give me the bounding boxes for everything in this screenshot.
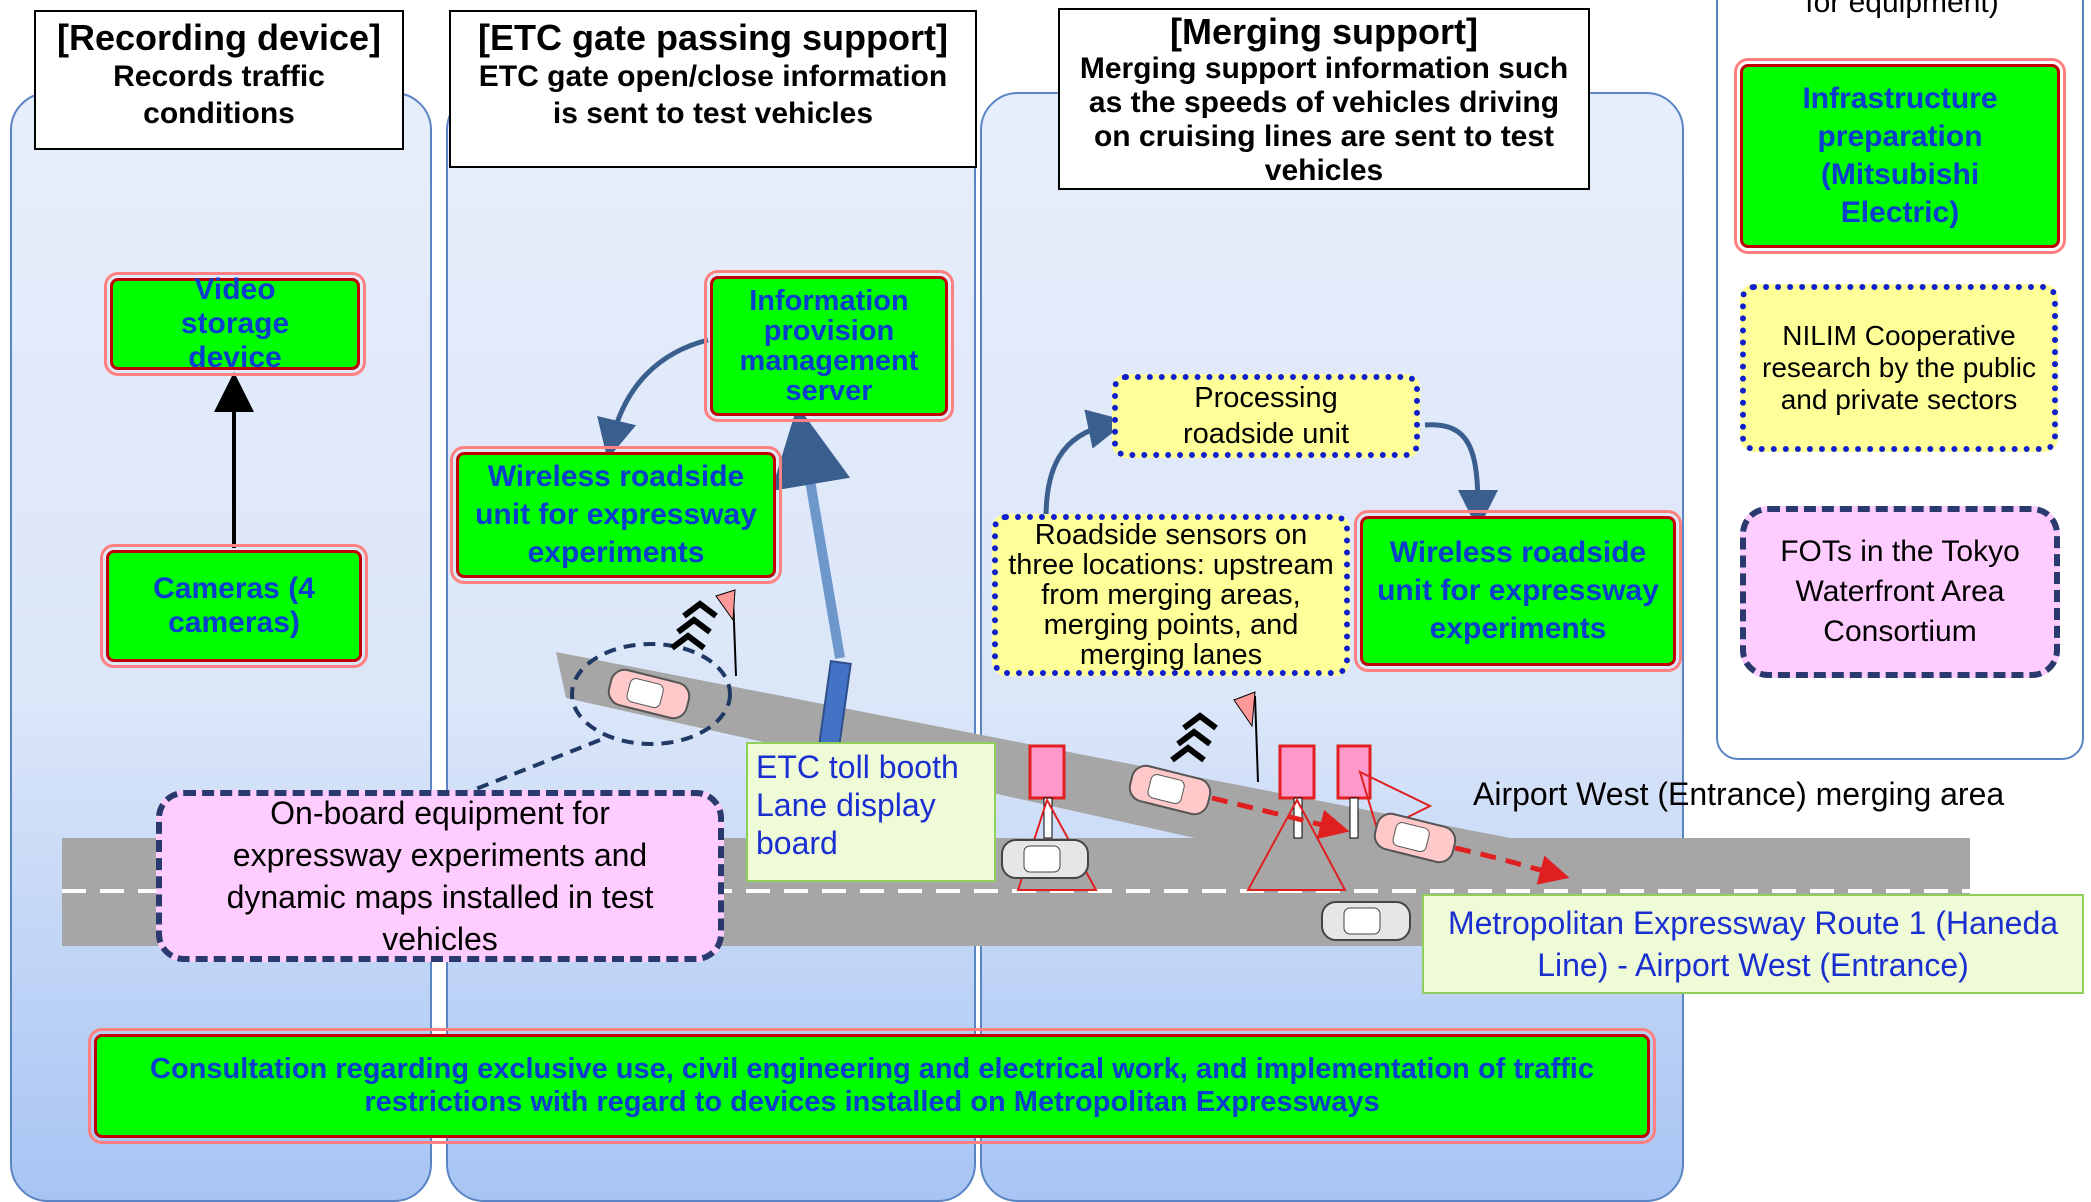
vehicle	[1321, 901, 1411, 941]
vehicle	[1001, 839, 1089, 879]
etc-booth-label-box: ETC toll booth Lane display board	[746, 742, 996, 882]
test-vehicle	[1128, 764, 1212, 816]
merging-title: [Merging support]	[1170, 11, 1478, 52]
recording-title: [Recording device]	[56, 17, 382, 58]
legend-fots-box: FOTs in the Tokyo Waterfront Area Consor…	[1740, 506, 2060, 678]
test-vehicle	[607, 668, 691, 720]
cameras-label: Cameras (4 cameras)	[153, 572, 315, 639]
legend-infra-label: Infrastructure preparation (Mitsubishi E…	[1802, 82, 1998, 229]
legend-nilim-label: NILIM Cooperative research by the public…	[1762, 320, 2036, 415]
legend-infra-box: Infrastructure preparation (Mitsubishi E…	[1734, 58, 2066, 254]
test-vehicle	[1373, 812, 1457, 864]
recording-title-box: [Recording device] Records traffic condi…	[34, 10, 404, 150]
cameras-box: Cameras (4 cameras)	[100, 544, 368, 668]
processing-roadside-label: Processing roadside unit	[1182, 382, 1350, 450]
merging-area-label: Airport West (Entrance) merging area	[1473, 776, 2005, 812]
merge-trajectory-arrow	[1454, 845, 1570, 885]
sensors-to-processing-arrow	[1043, 409, 1128, 519]
consultation-box: Consultation regarding exclusive use, ci…	[88, 1028, 1656, 1144]
roadside-sensors-box: Roadside sensors on three locations: ups…	[992, 514, 1350, 676]
server-to-wireless-arrow	[597, 337, 709, 460]
wireless-roadside-etc-box: Wireless roadside unit for expressway ex…	[450, 446, 782, 584]
roadside-sensors-label: Roadside sensors on three locations: ups…	[1008, 519, 1334, 671]
onboard-callout-line	[447, 738, 601, 802]
info-server-box: Information provision management server	[704, 270, 954, 422]
wireless-roadside-merge-label: Wireless roadside unit for expressway ex…	[1377, 536, 1659, 645]
metro-route-label-box: Metropolitan Expressway Route 1 (Haneda …	[1422, 894, 2084, 994]
booth-to-server-arrow	[771, 405, 851, 659]
merge-trajectory-arrow	[1211, 795, 1350, 840]
consultation-label: Consultation regarding exclusive use, ci…	[150, 1053, 1594, 1118]
metro-route-label: Metropolitan Expressway Route 1 (Haneda …	[1447, 905, 2059, 983]
legend-top-fragment: for equipment)	[1805, 0, 1999, 19]
legend-fots-label: FOTs in the Tokyo Waterfront Area Consor…	[1780, 535, 2020, 648]
video-storage-box: Video storage device	[104, 272, 366, 376]
legend-nilim-box: NILIM Cooperative research by the public…	[1740, 284, 2058, 452]
etc-title: [ETC gate passing support]	[477, 17, 949, 58]
onboard-equipment-label: On-board equipment for expressway experi…	[226, 795, 654, 957]
wireless-roadside-merge-box: Wireless roadside unit for expressway ex…	[1354, 510, 1682, 672]
signal-icon	[1170, 691, 1259, 783]
info-server-label: Information provision management server	[739, 285, 919, 407]
etc-booth-label: ETC toll booth Lane display board	[756, 749, 959, 861]
etc-subtitle: ETC gate open/close information is sent …	[478, 60, 948, 130]
processing-to-wireless-arrow	[1424, 422, 1498, 530]
signal-icon	[670, 589, 737, 677]
wireless-roadside-etc-label: Wireless roadside unit for expressway ex…	[475, 460, 757, 569]
onboard-equipment-box: On-board equipment for expressway experi…	[156, 790, 724, 962]
merging-subtitle: Merging support information such as the …	[1079, 52, 1569, 187]
merging-title-box: [Merging support] Merging support inform…	[1058, 8, 1590, 190]
processing-roadside-box: Processing roadside unit	[1112, 374, 1420, 458]
recording-subtitle: Records traffic conditions	[113, 60, 325, 130]
onboard-callout-ellipse	[570, 642, 732, 746]
etc-title-box: [ETC gate passing support] ETC gate open…	[449, 10, 977, 168]
video-storage-label: Video storage device	[180, 273, 290, 374]
roadside-sensor	[1246, 744, 1347, 891]
